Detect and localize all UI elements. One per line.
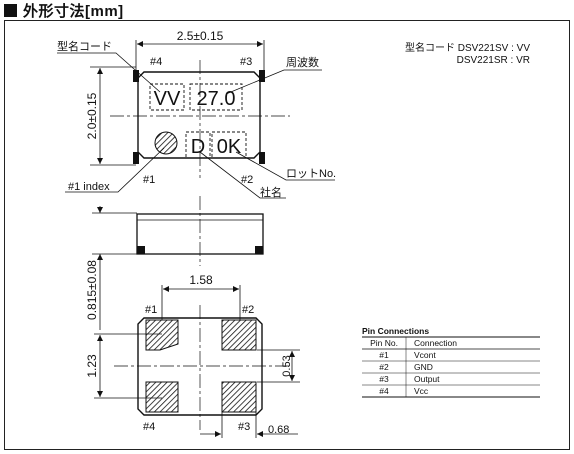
top-view: 2.5±0.15 2.0±0.15 VV 27.0 D 0K #4 #3 #1 … — [57, 29, 336, 199]
bottom-pin1-label: #1 — [145, 304, 157, 316]
pin-table-row-pin: #4 — [379, 386, 389, 396]
pad-4 — [145, 381, 179, 413]
label-company: 社名 — [260, 185, 282, 199]
pitch-x-label: 1.58 — [189, 273, 213, 287]
bottom-pin4-label: #4 — [143, 421, 155, 433]
bottom-pin2-label: #2 — [242, 304, 254, 316]
model-code-line1: 型名コード DSV221SV : VV — [405, 41, 530, 54]
pin-table-row-pin: #2 — [379, 362, 389, 372]
pad-2 — [221, 319, 257, 351]
drawing-frame — [4, 20, 570, 450]
pin-table-row-connection: Output — [414, 374, 440, 384]
pin-table-title: Pin Connections — [362, 326, 429, 336]
pin-table-header-pin: Pin No. — [370, 338, 398, 348]
pin-table-row-pin: #1 — [379, 350, 389, 360]
header-square-icon — [4, 3, 17, 17]
pad-w-label: 0.68 — [268, 424, 289, 436]
top-pin4-label: #4 — [150, 56, 162, 68]
pin-table-row-connection: GND — [414, 362, 433, 372]
label-model-code: 型名コード — [57, 39, 112, 53]
pad-h-label: 0.53 — [281, 355, 293, 376]
width-dim-label: 2.5±0.15 — [177, 29, 224, 43]
top-pin3-label: #3 — [240, 56, 252, 68]
label-frequency: 周波数 — [286, 56, 319, 69]
marking-company: D — [191, 136, 205, 158]
top-pin1-label: #1 — [143, 174, 155, 186]
pad-1 — [145, 319, 179, 351]
page-title: 外形寸法[mm] — [23, 2, 124, 20]
top-pin2-label: #2 — [241, 174, 253, 186]
pad-3 — [221, 381, 257, 413]
marking-model: VV — [154, 88, 181, 110]
model-code-line2: DSV221SR : VR — [457, 55, 530, 66]
pitch-y-label: 1.23 — [85, 354, 99, 378]
pin-connections-table: Pin Connections Pin No. Connection #1 Vc… — [362, 326, 540, 398]
marking-lot: 0K — [217, 136, 242, 158]
marking-frequency: 27.0 — [197, 88, 236, 110]
thickness-dim-label: 0.815±0.08 — [85, 260, 99, 320]
bottom-pin3-label: #3 — [238, 421, 250, 433]
pin-table-row-pin: #3 — [379, 374, 389, 384]
pin-table-header-connection: Connection — [414, 338, 457, 348]
page-header: 外形寸法[mm] — [4, 0, 124, 20]
pin-table-row-connection: Vcc — [414, 386, 429, 396]
label-index: #1 index — [68, 181, 110, 193]
bottom-view: 1.58 1.23 #1 #2 #4 #3 0.53 0.68 — [85, 273, 300, 438]
label-lot-no: ロットNo. — [286, 168, 336, 180]
side-view: 0.815±0.08 — [85, 196, 264, 330]
pin-table-row-connection: Vcont — [414, 350, 436, 360]
height-dim-label: 2.0±0.15 — [85, 92, 99, 139]
